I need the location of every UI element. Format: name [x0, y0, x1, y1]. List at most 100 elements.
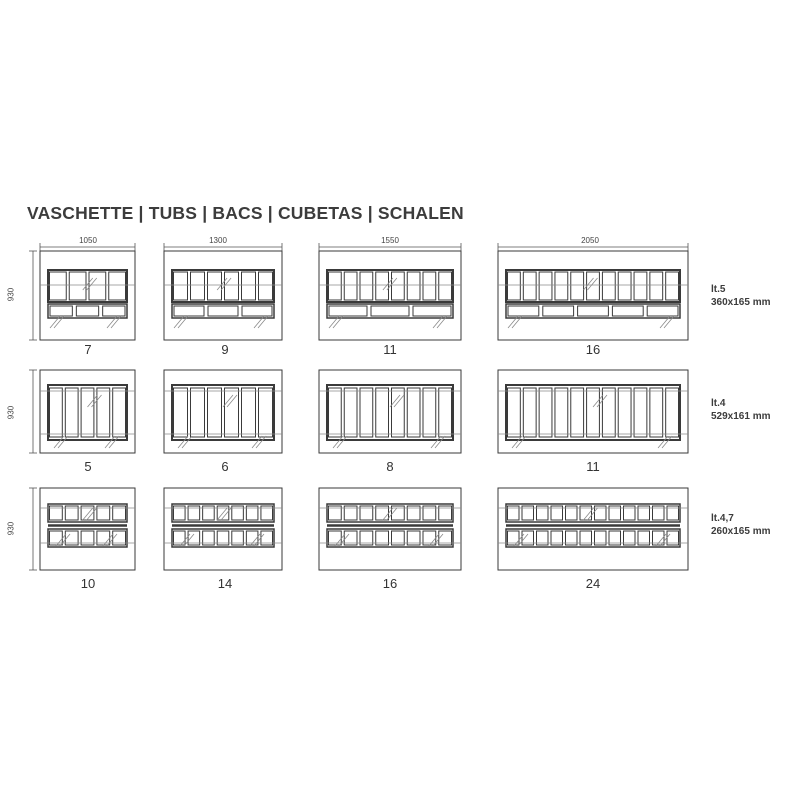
pan-frame — [47, 503, 128, 523]
pan-cell — [522, 387, 537, 438]
pan-cell — [406, 271, 421, 301]
pan-cell — [173, 530, 186, 546]
glass-reflection — [436, 315, 448, 329]
pan-cell — [538, 387, 553, 438]
cabinet-outline — [39, 369, 136, 454]
glass-reflection — [432, 533, 444, 547]
pan-cell — [108, 271, 126, 301]
glass-reflection — [592, 394, 604, 408]
pan-cell — [202, 505, 215, 521]
height-label-row1: 930 — [6, 287, 16, 302]
pan-cell — [328, 505, 342, 521]
pan-cell — [96, 505, 111, 521]
pan-cell — [187, 505, 201, 521]
pan-cell — [245, 530, 259, 546]
glass-reflection — [332, 435, 344, 449]
pan-cell — [49, 505, 63, 521]
glass-reflection — [382, 277, 394, 291]
pan-cell — [507, 530, 520, 546]
pan-cell — [601, 387, 616, 438]
glass-reflection — [82, 507, 94, 521]
pan-cell — [190, 271, 205, 301]
glass-reflection — [53, 315, 65, 329]
glass-reflection — [220, 277, 232, 291]
glass-reflection — [583, 507, 594, 521]
pan-cell — [652, 530, 665, 546]
glass-reflection — [382, 507, 394, 521]
pan-cell — [550, 505, 563, 521]
cabinet-outline — [318, 250, 462, 341]
height-label-row3: 930 — [6, 521, 16, 536]
pan-cell — [623, 505, 636, 521]
pan-cell — [80, 530, 95, 546]
glass-reflection — [386, 507, 398, 521]
pan-cell — [64, 387, 79, 438]
pan-cell — [438, 387, 452, 438]
width-label-1550: 1550 — [381, 236, 399, 245]
glass-reflection — [661, 435, 673, 449]
pan-cell — [507, 271, 521, 301]
lower-pan-cell — [542, 305, 575, 317]
count-caption: 9 — [221, 342, 229, 357]
glass-reflection — [336, 435, 348, 449]
pan-cell — [438, 505, 452, 521]
lower-pan-cell — [102, 305, 126, 317]
pan-cell — [601, 271, 616, 301]
pan-cell — [586, 387, 600, 438]
cabinet-outline — [39, 487, 136, 571]
pan-frame — [505, 528, 681, 548]
glass-reflection — [104, 435, 116, 449]
pan-cell — [608, 505, 621, 521]
glass-reflection — [177, 315, 189, 329]
pan-cell — [623, 530, 636, 546]
pan-capacity: lt.5 — [711, 284, 726, 295]
pan-cell — [359, 530, 374, 546]
pan-cell — [565, 530, 578, 546]
count-caption: 24 — [585, 576, 601, 591]
glass-reflection — [517, 533, 529, 547]
glass-reflection — [596, 394, 608, 408]
pan-cell — [231, 530, 244, 546]
pan-frame — [505, 503, 681, 523]
glass-reflection — [386, 277, 398, 291]
pan-cell — [637, 505, 650, 521]
glass-reflection — [255, 435, 267, 449]
pan-frame — [505, 384, 681, 441]
count-caption: 6 — [221, 459, 229, 474]
cabinet-outline — [497, 369, 689, 454]
glass-reflection — [53, 435, 65, 449]
glass-reflection — [434, 435, 446, 449]
glass-reflection — [91, 394, 102, 408]
count-caption: 14 — [217, 576, 233, 591]
glass-reflection — [511, 435, 523, 449]
glass-reflection — [49, 315, 61, 329]
pan-cell — [438, 530, 452, 546]
pan-cell — [617, 387, 632, 438]
pan-cell — [245, 505, 259, 521]
lower-pan-cell — [241, 305, 273, 317]
glass-reflection — [583, 277, 594, 291]
pan-cell — [64, 530, 79, 546]
pan-cell — [579, 505, 592, 521]
lower-pan-frame — [171, 303, 275, 319]
count-caption: 10 — [80, 576, 96, 591]
pan-size: 260x165 mm — [711, 526, 771, 537]
pan-cell — [637, 530, 650, 546]
count-caption: 7 — [84, 342, 92, 357]
width-label-1050: 1050 — [79, 236, 97, 245]
glass-reflection — [82, 277, 94, 291]
pan-cell — [328, 271, 342, 301]
pan-cell — [406, 530, 421, 546]
pan-size: 360x165 mm — [711, 297, 771, 308]
glass-reflection — [257, 315, 269, 329]
pan-cell — [359, 387, 374, 438]
glass-reflection — [338, 533, 350, 547]
lower-pan-cell — [328, 305, 368, 317]
pan-cell — [521, 505, 534, 521]
glass-reflection — [110, 315, 122, 329]
pan-cell — [207, 387, 222, 438]
glass-reflection — [428, 533, 440, 547]
glass-reflection — [587, 277, 598, 291]
glass-reflection — [432, 315, 444, 329]
pan-cell — [224, 387, 239, 438]
